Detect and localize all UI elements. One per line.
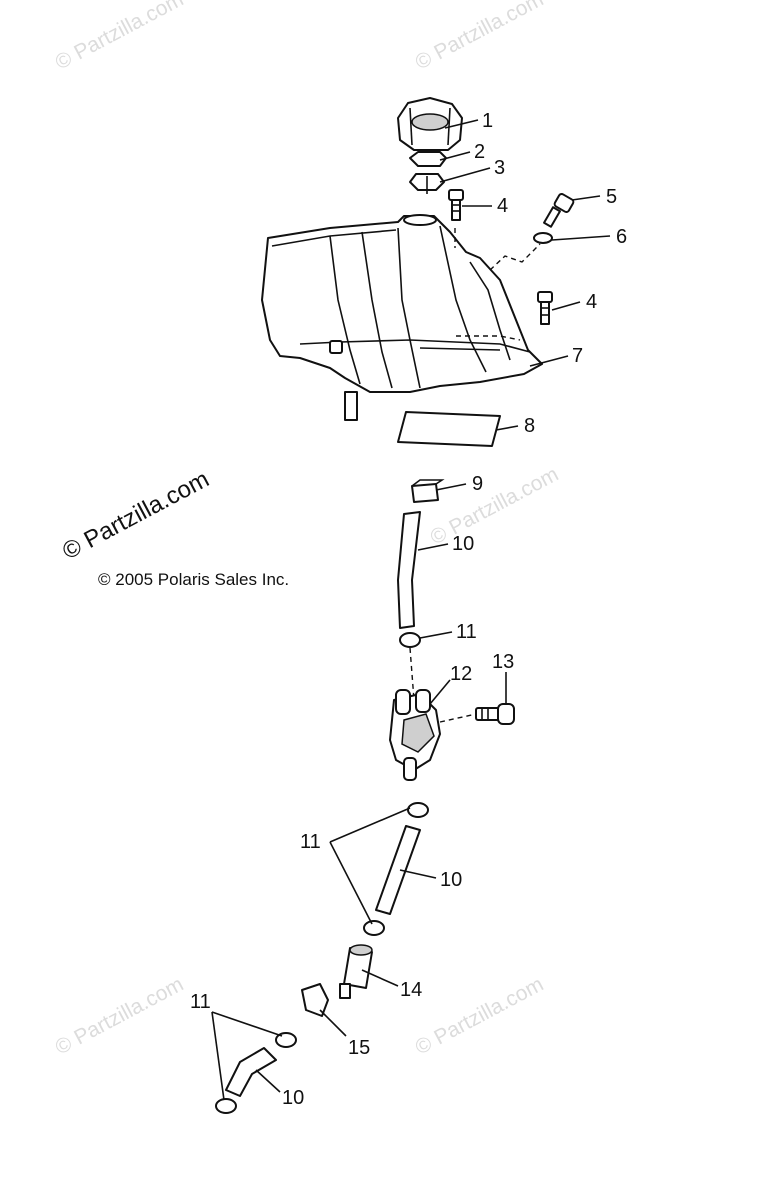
watermark-bottom-right: © Partzilla.com [412, 973, 548, 1060]
callout-11-lower: 11 [190, 991, 211, 1013]
callout-13: 13 [492, 651, 514, 673]
callout-4-side: 4 [586, 291, 597, 313]
callout-12: 12 [450, 663, 472, 685]
hose-clip-b [407, 802, 429, 818]
fuel-cap [397, 97, 463, 151]
watermark-top-left: © Partzilla.com [52, 0, 188, 74]
callout-8: 8 [524, 415, 535, 437]
fuel-hose-top [397, 511, 421, 629]
callout-10-top: 10 [452, 533, 474, 555]
valve-bolt [475, 703, 515, 725]
bolt [543, 193, 575, 228]
fuel-hose-middle [375, 825, 421, 915]
hose-clip-e [215, 1098, 237, 1114]
fuel-tank [261, 214, 543, 421]
filter-bracket [301, 983, 329, 1017]
callout-3: 3 [494, 157, 505, 179]
leader-lines [211, 119, 611, 1101]
callout-14: 14 [400, 979, 422, 1001]
hose-clamp-top [411, 479, 445, 503]
decal [397, 411, 501, 447]
hose-clip-c [363, 920, 385, 936]
screw-side [537, 291, 553, 325]
watermark-top-right: © Partzilla.com [412, 0, 548, 74]
callout-10-middle: 10 [440, 869, 462, 891]
callout-7: 7 [572, 345, 583, 367]
watermark-middle-right: © Partzilla.com [427, 463, 563, 550]
callout-5: 5 [606, 186, 617, 208]
callout-2: 2 [474, 141, 485, 163]
watermark-bottom-left: © Partzilla.com [52, 973, 188, 1060]
fuel-filter [339, 944, 373, 999]
callout-15: 15 [348, 1037, 370, 1059]
callout-9: 9 [472, 473, 483, 495]
callout-1: 1 [482, 110, 493, 132]
cap-gasket [409, 151, 447, 167]
cap-vent [409, 173, 445, 194]
washer [533, 232, 553, 244]
copyright-text: © 2005 Polaris Sales Inc. [98, 570, 289, 589]
callout-11-top: 11 [456, 621, 477, 643]
fuel-valve [389, 689, 441, 781]
hose-clip-a [399, 632, 421, 648]
watermark-dark: © Partzilla.com [58, 466, 213, 566]
callout-6: 6 [616, 226, 627, 248]
callout-4-top: 4 [497, 195, 508, 217]
callout-11-middle: 11 [300, 831, 321, 853]
callout-10-lower: 10 [282, 1087, 304, 1109]
screw-top [448, 189, 464, 221]
fuel-hose-lower [225, 1047, 277, 1097]
